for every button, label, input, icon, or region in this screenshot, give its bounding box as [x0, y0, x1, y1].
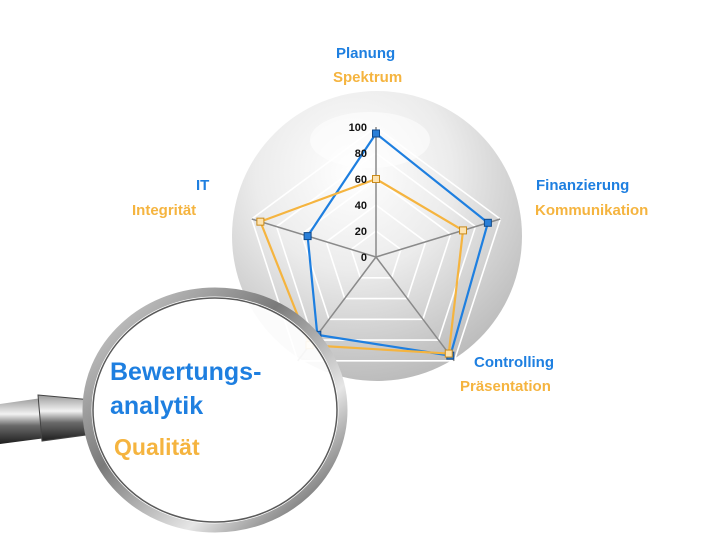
- axis-label-spektrum: Spektrum: [333, 69, 403, 86]
- axis-spoke-2: [375, 256, 455, 362]
- tick-label-40: 40: [355, 200, 367, 212]
- lens-title-line1: Bewertungs-: [110, 358, 262, 386]
- series-1-point-1: [459, 226, 468, 235]
- series-0-point-0: [372, 129, 380, 138]
- grid-ring-40: [325, 204, 427, 300]
- axis-spoke-1: [375, 218, 501, 258]
- magnifier-handle: [0, 398, 46, 444]
- grid-ring-80: [275, 152, 477, 341]
- series-1-point-4: [256, 217, 265, 226]
- axis-label-it: IT: [196, 177, 210, 194]
- tick-label-20: 20: [355, 226, 367, 238]
- axis-label-controlling: Controlling: [474, 354, 554, 371]
- radar-tick-labels: 0 20 40 60 80 100: [349, 122, 367, 264]
- magnifier-rim: [82, 287, 348, 533]
- series-1-point-0: [372, 175, 380, 183]
- series-0-point-1: [483, 218, 492, 227]
- tick-label-0: 0: [361, 252, 367, 264]
- lens-title-line2: analytik: [110, 392, 204, 420]
- sphere-highlight: [310, 112, 430, 168]
- grid-ring-100: [250, 126, 502, 362]
- series-line-1: [259, 177, 465, 355]
- axis-label-praesentation: Präsentation: [460, 378, 551, 395]
- tick-label-60: 60: [355, 174, 367, 186]
- axis-spoke-4: [251, 218, 377, 258]
- series-0-point-4: [303, 232, 312, 241]
- magnifier-icon: [0, 287, 348, 533]
- magnifier-lens: [87, 292, 343, 528]
- tick-label-80: 80: [355, 148, 367, 160]
- grid-ring-20: [350, 230, 402, 279]
- lens-subtitle: Qualität: [114, 434, 200, 460]
- tick-label-100: 100: [349, 122, 367, 134]
- axis-label-finanzierung: Finanzierung: [536, 177, 630, 194]
- axis-label-planung: Planung: [336, 45, 396, 62]
- axis-label-kommunikation: Kommunikation: [535, 202, 649, 219]
- axis-label-integritaet: Integrität: [132, 202, 197, 219]
- series-1-point-2: [444, 349, 453, 358]
- series-line-0: [306, 132, 489, 357]
